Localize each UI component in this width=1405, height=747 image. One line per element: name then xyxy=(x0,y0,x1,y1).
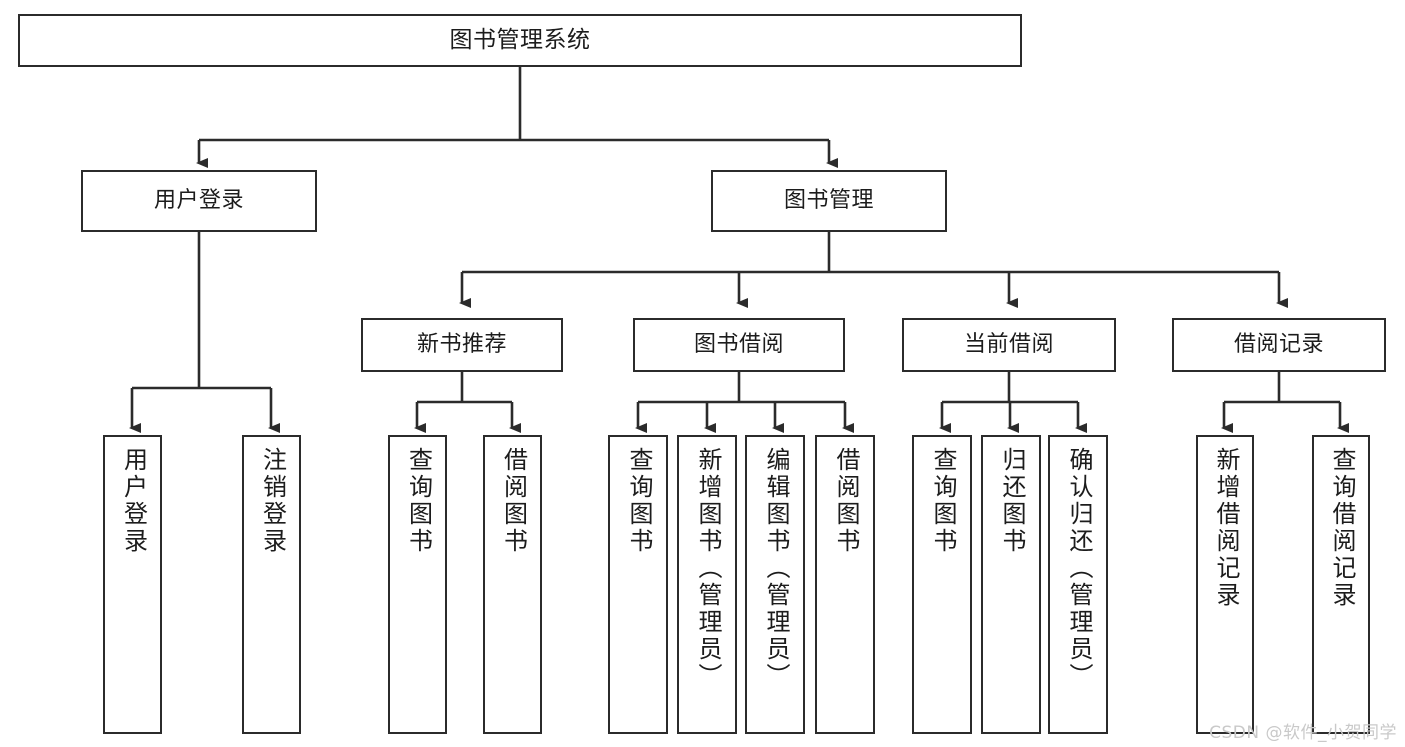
leaf-new-book-query[interactable]: 查询图书 xyxy=(388,435,447,734)
leaf-user-login-login-label: 用户登录 xyxy=(119,447,148,555)
leaf-record-query-label: 查询借阅记录 xyxy=(1327,447,1356,609)
node-book-borrow-label: 图书借阅 xyxy=(693,332,784,358)
leaf-new-book-borrow-label: 借阅图书 xyxy=(499,447,528,555)
leaf-current-confirm-return[interactable]: 确认归还（管理员） xyxy=(1048,435,1108,734)
leaf-borrow-borrow-book-label: 借阅图书 xyxy=(831,447,860,555)
node-new-book-recommend[interactable]: 新书推荐 xyxy=(361,318,563,372)
node-current-borrow[interactable]: 当前借阅 xyxy=(902,318,1116,372)
leaf-borrow-edit-book-label: 编辑图书（管理员） xyxy=(761,447,790,690)
leaf-borrow-add-book-label: 新增图书（管理员） xyxy=(693,447,722,690)
leaf-new-book-query-label: 查询图书 xyxy=(404,447,433,555)
leaf-current-return-book-label: 归还图书 xyxy=(997,447,1026,555)
leaf-new-book-borrow[interactable]: 借阅图书 xyxy=(483,435,542,734)
leaf-borrow-query-book-label: 查询图书 xyxy=(624,447,653,555)
leaf-current-return-book[interactable]: 归还图书 xyxy=(981,435,1041,734)
node-user-login-label: 用户登录 xyxy=(153,188,244,214)
node-new-book-recommend-label: 新书推荐 xyxy=(416,332,507,358)
node-book-manage[interactable]: 图书管理 xyxy=(711,170,947,232)
node-root[interactable]: 图书管理系统 xyxy=(18,14,1022,67)
leaf-borrow-edit-book[interactable]: 编辑图书（管理员） xyxy=(745,435,805,734)
node-book-borrow[interactable]: 图书借阅 xyxy=(633,318,845,372)
node-user-login[interactable]: 用户登录 xyxy=(81,170,317,232)
node-root-label: 图书管理系统 xyxy=(449,27,591,54)
leaf-user-login-logout-label: 注销登录 xyxy=(258,447,287,555)
node-current-borrow-label: 当前借阅 xyxy=(963,332,1054,358)
leaf-record-query[interactable]: 查询借阅记录 xyxy=(1312,435,1370,734)
leaf-current-confirm-return-label: 确认归还（管理员） xyxy=(1064,447,1093,690)
leaf-current-query-book-label: 查询图书 xyxy=(928,447,957,555)
leaf-borrow-borrow-book[interactable]: 借阅图书 xyxy=(815,435,875,734)
leaf-record-add-label: 新增借阅记录 xyxy=(1211,447,1240,609)
leaf-user-login-login[interactable]: 用户登录 xyxy=(103,435,162,734)
leaf-record-add[interactable]: 新增借阅记录 xyxy=(1196,435,1254,734)
node-borrow-record-label: 借阅记录 xyxy=(1233,332,1324,358)
node-borrow-record[interactable]: 借阅记录 xyxy=(1172,318,1386,372)
node-book-manage-label: 图书管理 xyxy=(783,188,874,214)
leaf-borrow-query-book[interactable]: 查询图书 xyxy=(608,435,668,734)
watermark: CSDN @软件_小贺同学 xyxy=(1209,723,1397,743)
leaf-user-login-logout[interactable]: 注销登录 xyxy=(242,435,301,734)
leaf-current-query-book[interactable]: 查询图书 xyxy=(912,435,972,734)
leaf-borrow-add-book[interactable]: 新增图书（管理员） xyxy=(677,435,737,734)
